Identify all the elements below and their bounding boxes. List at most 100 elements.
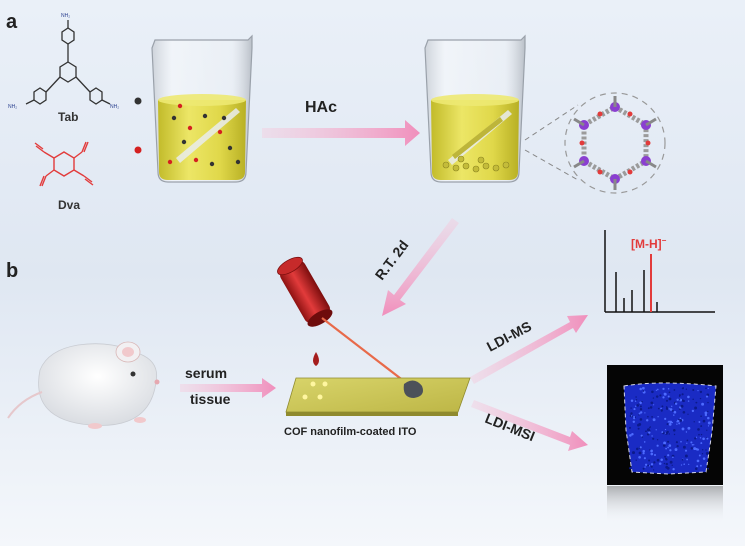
msi-speckle [678, 422, 681, 425]
msi-speckle [687, 413, 689, 415]
msi-speckle [650, 449, 653, 453]
msi-speckle [699, 390, 703, 394]
msi-speckle [700, 433, 703, 436]
hac-label: HAc [305, 99, 337, 116]
dva-molecule [34, 141, 94, 187]
msi-speckle [669, 460, 673, 464]
mass-spectrum [604, 230, 715, 313]
msi-speckle [668, 433, 670, 435]
msi-speckle [655, 389, 658, 391]
mouse-illustration [7, 341, 160, 429]
msi-speckle [676, 419, 680, 423]
monomer-dots [167, 103, 241, 167]
msi-speckle [633, 415, 636, 418]
msi-speckle [662, 387, 665, 391]
msi-speckle [707, 421, 711, 425]
msi-speckle [702, 419, 706, 423]
msi-speckle [630, 412, 633, 415]
msi-speckle [682, 445, 686, 449]
msi-speckle [706, 437, 709, 440]
msi-speckle [645, 419, 649, 422]
msi-speckle [639, 401, 642, 405]
msi-speckle [700, 415, 702, 418]
msi-speckle [648, 459, 651, 462]
msi-speckle [671, 409, 674, 412]
msi-speckle [690, 441, 693, 444]
msi-speckle [638, 455, 641, 459]
msi-speckle [656, 444, 659, 447]
msi-speckle [690, 447, 694, 450]
msi-speckle [642, 452, 645, 455]
msi-speckle [680, 464, 683, 466]
msi-speckle [667, 440, 670, 443]
msi-speckle [650, 465, 653, 468]
tab-amine-right: NH₂ [110, 104, 119, 110]
serum-label: serum [185, 365, 227, 381]
msi-speckle [673, 414, 675, 416]
tissue-label: tissue [190, 391, 231, 407]
msi-speckle [687, 400, 690, 402]
msi-speckle [642, 390, 645, 392]
msi-speckle [668, 420, 671, 423]
msi-speckle [649, 406, 653, 409]
laser-source [277, 256, 410, 386]
msi-speckle [650, 401, 654, 405]
msi-speckle [662, 396, 665, 399]
msi-speckle [648, 431, 651, 434]
msi-speckle [652, 418, 656, 422]
msi-speckle [673, 433, 676, 436]
msi-speckle [686, 442, 688, 444]
msi-speckle [680, 440, 682, 443]
msi-speckle [668, 391, 671, 394]
msi-speckle [698, 454, 701, 457]
msi-speckle [652, 437, 655, 440]
msi-speckle [657, 416, 659, 418]
msi-speckle [633, 408, 636, 411]
msi-speckle [639, 387, 642, 391]
msi-speckle [699, 464, 702, 467]
msi-speckle [673, 429, 676, 432]
msi-speckle [669, 408, 673, 411]
zoom-line-bottom [524, 149, 579, 181]
arrow-ldi-ms [470, 315, 588, 384]
arrow-sample [180, 378, 276, 398]
msi-speckle [701, 453, 704, 455]
msi-speckles [628, 386, 711, 471]
msi-speckle [651, 390, 654, 394]
msi-speckle [685, 388, 688, 390]
msi-speckle [653, 461, 656, 464]
msi-speckle [693, 447, 697, 451]
msi-speckle [691, 409, 695, 413]
msi-speckle [675, 441, 678, 444]
cof-particles [442, 155, 510, 173]
arrow-ldi-msi [471, 400, 588, 451]
msi-speckle [630, 399, 634, 402]
tab-molecule [25, 20, 111, 105]
msi-speckle [665, 407, 669, 410]
msi-speckle [661, 431, 664, 434]
msi-speckle [666, 423, 669, 426]
msi-speckle [706, 393, 710, 397]
msi-speckle [632, 451, 635, 455]
msi-speckle [681, 399, 684, 402]
ito-slide [285, 377, 471, 416]
msi-speckle [706, 460, 709, 463]
arrow-rt [382, 218, 459, 316]
msi-speckle [647, 464, 650, 467]
msi-speckle [631, 432, 634, 436]
msi-speckle [643, 441, 646, 443]
msi-reflection [607, 486, 723, 524]
msi-speckle [680, 404, 684, 408]
msi-speckle [693, 421, 695, 423]
msi-speckle [707, 387, 709, 390]
msi-speckle [629, 467, 632, 470]
msi-speckle [647, 428, 650, 432]
msi-speckle [647, 415, 649, 418]
msi-speckle [642, 386, 645, 390]
msi-speckle [693, 444, 695, 446]
tab-amine-left: NH₂ [8, 104, 17, 110]
msi-speckle [672, 468, 675, 471]
msi-speckle [663, 441, 667, 445]
msi-speckle [688, 463, 690, 466]
